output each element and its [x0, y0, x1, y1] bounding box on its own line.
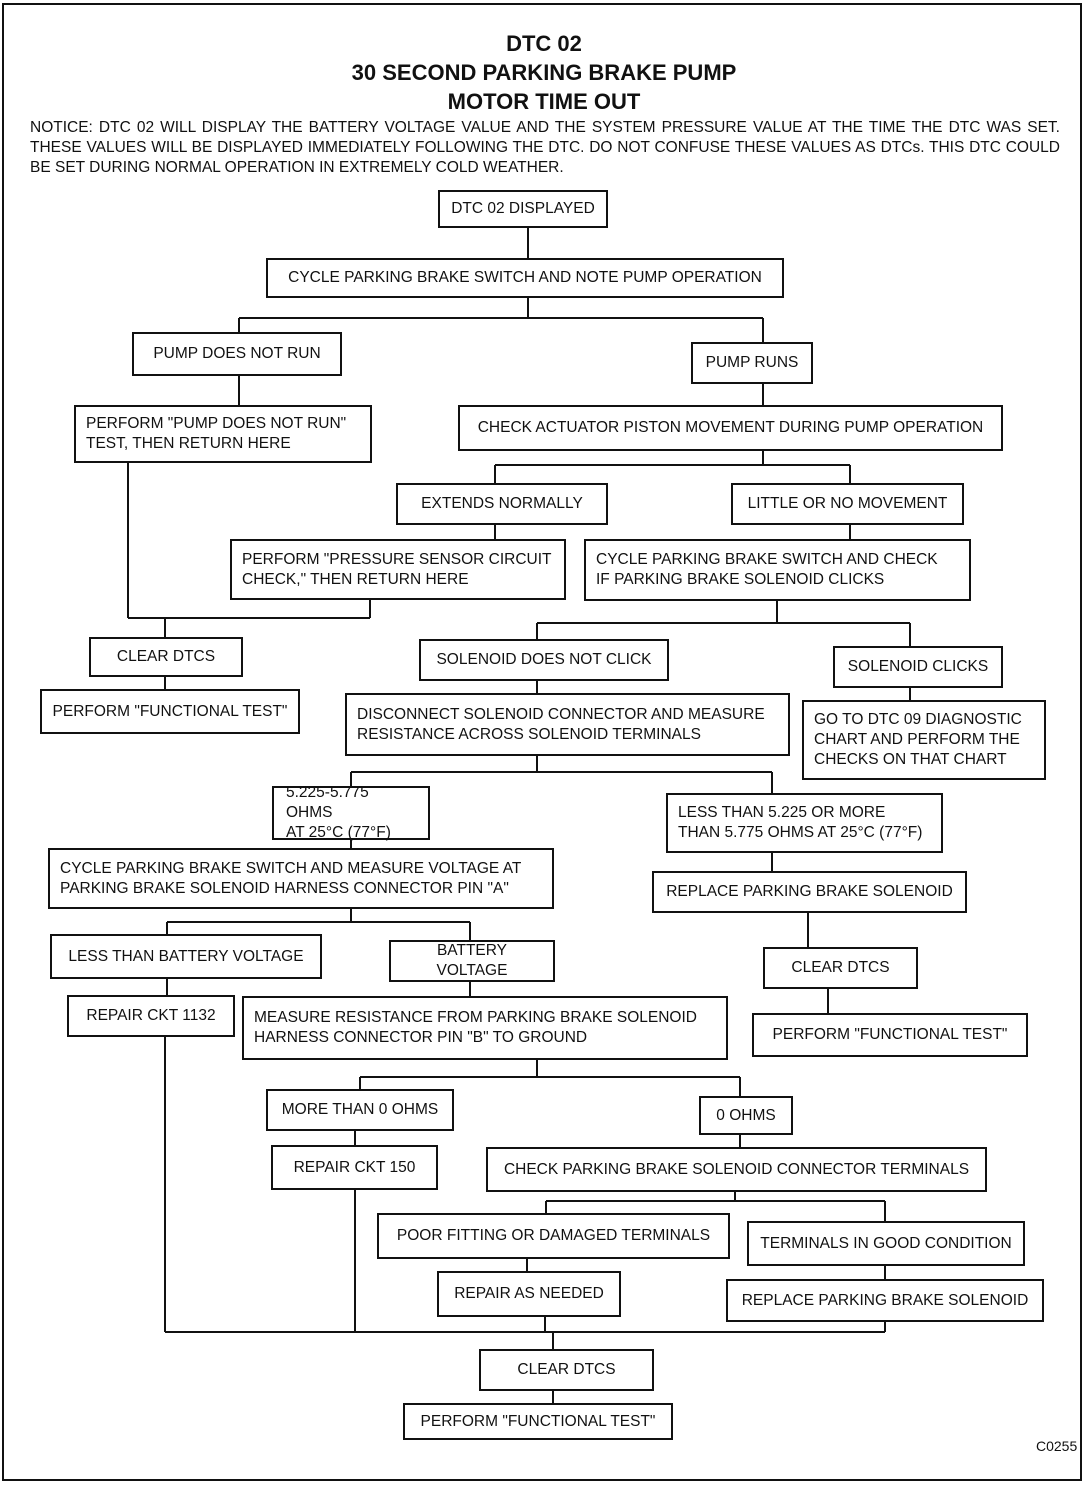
pump-runs-box: PUMP RUNS — [691, 342, 813, 384]
perform-pressure-sensor-check-box: PERFORM "PRESSURE SENSOR CIRCUIT CHECK,"… — [230, 539, 566, 600]
repair-as-needed-box: REPAIR AS NEEDED — [437, 1271, 621, 1317]
cycle-switch-measure-voltage-box: CYCLE PARKING BRAKE SWITCH AND MEASURE V… — [48, 848, 554, 909]
perform-functional-test-box-3: PERFORM "FUNCTIONAL TEST" — [403, 1403, 673, 1440]
replace-solenoid-box-2: REPLACE PARKING BRAKE SOLENOID — [726, 1279, 1044, 1322]
clear-dtcs-box-1: CLEAR DTCS — [89, 637, 243, 677]
cycle-switch-note-pump-box: CYCLE PARKING BRAKE SWITCH AND NOTE PUMP… — [266, 258, 784, 298]
perform-pump-does-not-run-test-box: PERFORM "PUMP DOES NOT RUN" TEST, THEN R… — [74, 405, 372, 463]
notice-text: NOTICE: DTC 02 WILL DISPLAY THE BATTERY … — [30, 119, 1060, 176]
clear-dtcs-box-2: CLEAR DTCS — [763, 947, 918, 989]
solenoid-clicks-box: SOLENOID CLICKS — [833, 646, 1003, 688]
replace-solenoid-box-1: REPLACE PARKING BRAKE SOLENOID — [652, 871, 967, 913]
chart-title-line-2: 30 SECOND PARKING BRAKE PUMP — [351, 60, 737, 85]
little-or-no-movement-box: LITTLE OR NO MOVEMENT — [731, 483, 964, 525]
measure-resistance-pin-b-box: MEASURE RESISTANCE FROM PARKING BRAKE SO… — [242, 996, 728, 1060]
more-than-0-ohms-box: MORE THAN 0 OHMS — [266, 1089, 454, 1131]
perform-functional-test-box-2: PERFORM "FUNCTIONAL TEST" — [752, 1013, 1028, 1057]
cycle-switch-check-solenoid-box: CYCLE PARKING BRAKE SWITCH AND CHECK IF … — [584, 539, 971, 601]
clear-dtcs-box-3: CLEAR DTCS — [479, 1349, 654, 1391]
page-frame — [2, 3, 1082, 1481]
check-connector-terminals-box: CHECK PARKING BRAKE SOLENOID CONNECTOR T… — [486, 1147, 987, 1192]
pump-does-not-run-box: PUMP DOES NOT RUN — [132, 332, 342, 376]
check-actuator-movement-box: CHECK ACTUATOR PISTON MOVEMENT DURING PU… — [458, 405, 1003, 451]
chart-title-line-1: DTC 02 — [506, 31, 582, 56]
battery-voltage-box: BATTERY VOLTAGE — [389, 940, 555, 982]
perform-functional-test-box-1: PERFORM "FUNCTIONAL TEST" — [40, 689, 300, 734]
poor-fitting-terminals-box: POOR FITTING OR DAMAGED TERMINALS — [377, 1213, 730, 1259]
terminals-good-condition-box: TERMINALS IN GOOD CONDITION — [747, 1221, 1025, 1266]
dtc02-displayed-box: DTC 02 DISPLAYED — [438, 190, 608, 228]
disconnect-measure-resistance-box: DISCONNECT SOLENOID CONNECTOR AND MEASUR… — [345, 693, 790, 756]
chart-title-line-3: MOTOR TIME OUT — [447, 89, 641, 114]
ohms-out-of-range-box: LESS THAN 5.225 OR MORE THAN 5.775 OHMS … — [666, 793, 943, 853]
repair-ckt-150-box: REPAIR CKT 150 — [271, 1145, 438, 1190]
less-than-battery-voltage-box: LESS THAN BATTERY VOLTAGE — [50, 934, 322, 979]
solenoid-does-not-click-box: SOLENOID DOES NOT CLICK — [419, 639, 669, 681]
zero-ohms-box: 0 OHMS — [699, 1096, 793, 1135]
ohms-in-range-box: 5.225-5.775 OHMS AT 25°C (77°F) — [272, 784, 430, 841]
figure-code: C0255 — [1036, 1438, 1078, 1454]
go-to-dtc09-box: GO TO DTC 09 DIAGNOSTIC CHART AND PERFOR… — [802, 700, 1046, 780]
repair-ckt-1132-box: REPAIR CKT 1132 — [67, 995, 235, 1037]
extends-normally-box: EXTENDS NORMALLY — [396, 483, 608, 525]
